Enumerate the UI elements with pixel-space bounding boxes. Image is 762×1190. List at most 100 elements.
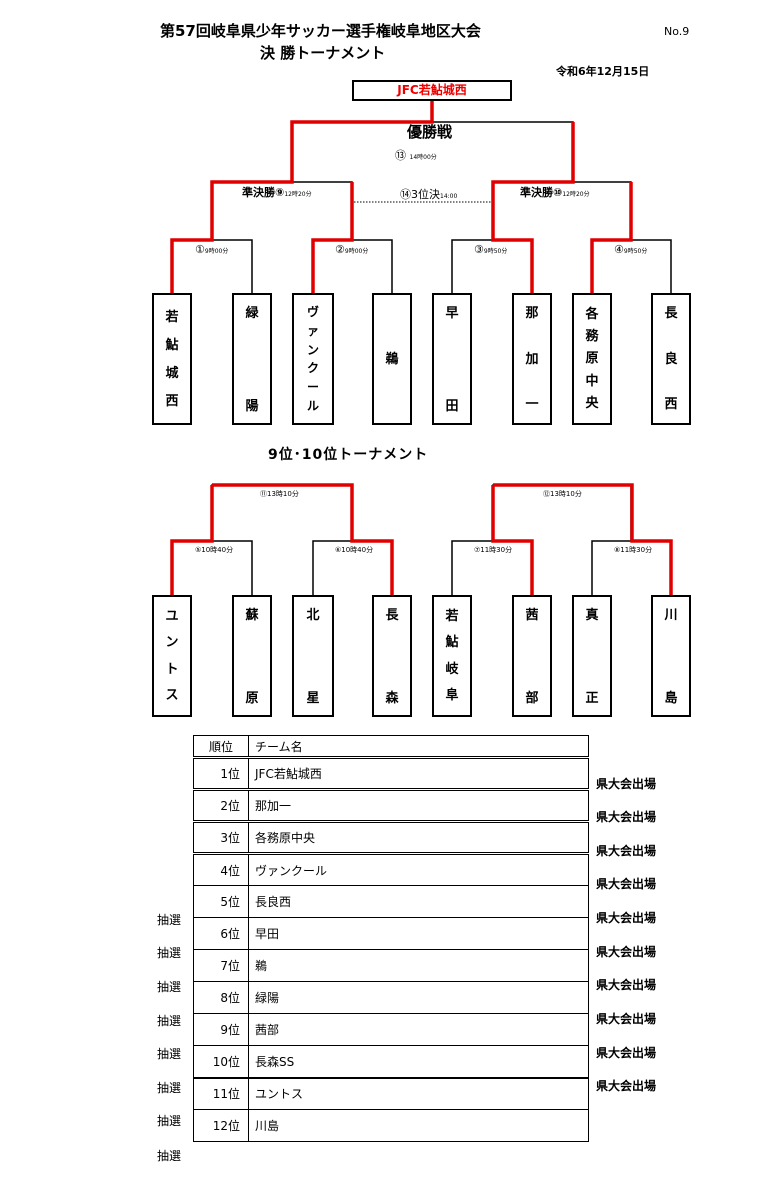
team-box-hokusei: 北星 <box>292 595 334 717</box>
team-box-wakaayu-gifu: 若鮎岐阜 <box>432 595 472 717</box>
team-char: 鮎 <box>445 635 459 651</box>
r1-match-4: ④9時50分 <box>614 243 647 256</box>
semi1-time: 12時20分 <box>284 191 312 198</box>
team-char: 星 <box>306 691 320 706</box>
team-char: 田 <box>445 399 459 414</box>
page-subtitle: 決 勝トーナメント <box>260 44 386 62</box>
lottery-label: 抽選 <box>157 946 182 960</box>
team-char: 各 <box>585 306 599 322</box>
team-char: ー <box>306 379 319 394</box>
semi2-time: 12時20分 <box>562 191 590 198</box>
table-row: 2位那加一 <box>193 789 589 823</box>
team-char: ァ <box>306 323 319 338</box>
bracket-lines <box>170 100 673 596</box>
match-time: 9時50分 <box>483 248 508 255</box>
match-number: ② <box>335 243 345 256</box>
team-char: 西 <box>664 397 678 412</box>
team-cell: 各務原中央 <box>248 821 589 855</box>
team-cell: ヴァンクール <box>248 853 589 886</box>
qualified-note: 県大会出場 <box>596 1012 657 1026</box>
qualified-note: 県大会出場 <box>596 844 657 858</box>
team-box-soden: 早田 <box>432 293 472 425</box>
team-char: 一 <box>525 397 539 412</box>
team-box-yuntos: ユントス <box>152 595 192 717</box>
lottery-label: 抽選 <box>157 913 182 927</box>
rank-cell: 12位 <box>193 1109 249 1142</box>
team-char: 那 <box>525 306 539 321</box>
r1-match-1: ①9時00分 <box>195 243 228 256</box>
match-time: 9時00分 <box>204 248 229 255</box>
team-char: 若 <box>165 309 179 325</box>
champion-box: JFC若鮎城西 <box>352 80 512 101</box>
team-char: ン <box>165 635 179 651</box>
page-number: No.9 <box>664 25 690 38</box>
sub-semi1-label: ⑪13時10分 <box>260 490 299 498</box>
team-char: 緑 <box>245 306 259 321</box>
rank-cell: 8位 <box>193 981 249 1014</box>
team-box-nagamori: 長森 <box>372 595 412 717</box>
team-cell: 早田 <box>248 917 589 950</box>
table-header-row: 順位 チーム名 <box>193 735 589 759</box>
team-box-nagara-nishi: 長良西 <box>651 293 691 425</box>
final-time: 14時00分 <box>409 154 437 161</box>
sub-r1-label-4: ⑧11時30分 <box>614 546 653 554</box>
final-label: 優勝戦 <box>407 123 453 141</box>
page-title: 第57回岐阜県少年サッカー選手権岐阜地区大会 <box>160 22 481 40</box>
match-time: 9時00分 <box>344 248 369 255</box>
sub-r1-label-1: ⑤10時40分 <box>195 546 234 554</box>
third-place-label: ⑭3位決 <box>400 188 440 201</box>
team-cell: 那加一 <box>248 789 589 823</box>
final-number: ⑬ <box>395 149 406 162</box>
team-char: 北 <box>306 608 320 623</box>
semi2-match: 準決勝⑩12時20分 <box>520 184 590 200</box>
team-char: 阜 <box>445 688 459 704</box>
team-char: 島 <box>664 691 678 706</box>
team-box-nakaichi: 那加一 <box>512 293 552 425</box>
table-row: 6位早田 <box>193 917 589 950</box>
semi1-match: 準決勝⑨12時20分 <box>242 184 312 200</box>
team-box-kakamigahara-chuo: 各務原中央 <box>572 293 612 425</box>
team-char: 真 <box>585 608 599 623</box>
match-time: 9時50分 <box>623 248 648 255</box>
team-char: 茜 <box>525 608 539 623</box>
team-cell: 長良西 <box>248 885 589 918</box>
team-char: 鵜 <box>385 351 399 367</box>
team-box-ryokuyo: 緑陽 <box>232 293 272 425</box>
third-place-time: 14:00 <box>440 193 458 200</box>
team-cell: 長森SS <box>248 1045 589 1079</box>
team-box-u: 鵜 <box>372 293 412 425</box>
team-char: ス <box>165 688 179 704</box>
qualified-note: 県大会出場 <box>596 777 657 791</box>
qualified-note: 県大会出場 <box>596 945 657 959</box>
rank-cell: 7位 <box>193 949 249 982</box>
team-cell: 鵜 <box>248 949 589 982</box>
team-char: 岐 <box>445 661 459 677</box>
team-char: 央 <box>585 396 599 412</box>
table-row: 12位川島 <box>193 1109 589 1142</box>
table-row: 5位長良西 <box>193 885 589 918</box>
team-char: 蘇 <box>245 608 259 623</box>
table-row: 4位ヴァンクール <box>193 853 589 886</box>
rank-cell: 2位 <box>193 789 249 823</box>
team-char: 加 <box>525 351 539 367</box>
team-cell: 緑陽 <box>248 981 589 1014</box>
table-row: 7位鵜 <box>193 949 589 982</box>
team-char: 中 <box>585 373 599 389</box>
match-number: ③ <box>474 243 484 256</box>
match-number: ① <box>195 243 205 256</box>
third-place-match: ⑭3位決14:00 <box>400 186 457 202</box>
rank-cell: 10位 <box>193 1045 249 1079</box>
r1-match-3: ③9時50分 <box>474 243 507 256</box>
rank-cell: 11位 <box>193 1077 249 1110</box>
rank-cell: 3位 <box>193 821 249 855</box>
qualified-note: 県大会出場 <box>596 1079 657 1093</box>
team-char: 良 <box>664 351 678 367</box>
team-char: ヴ <box>306 305 319 320</box>
sub-bracket-title: 9位･10位トーナメント <box>268 447 429 463</box>
date: 令和6年12月15日 <box>556 65 650 78</box>
team-cell: ユントス <box>248 1077 589 1110</box>
header-rank: 順位 <box>193 735 249 759</box>
table-row: 10位長森SS <box>193 1045 589 1079</box>
